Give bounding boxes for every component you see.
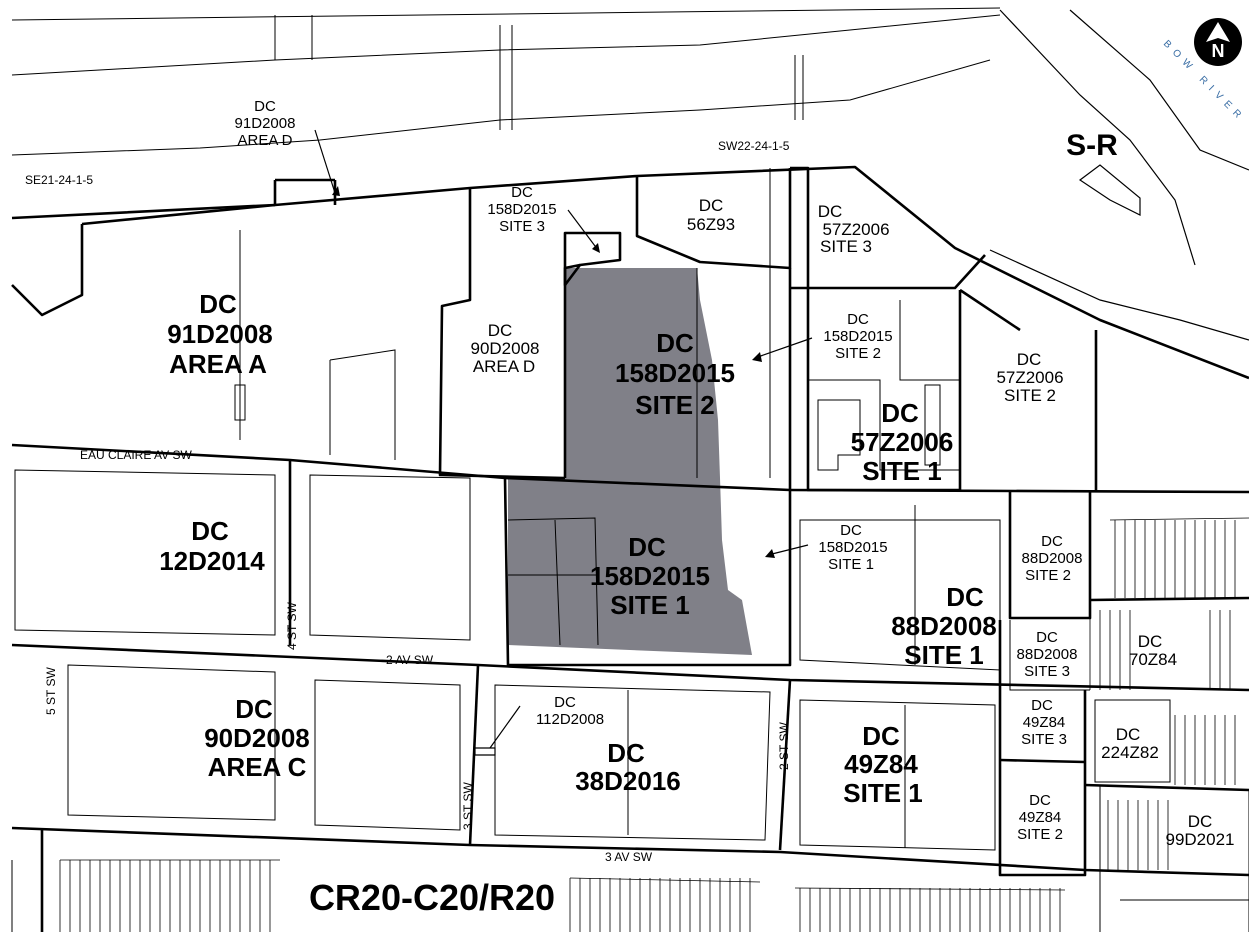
street-label-3-st: 3 ST SW bbox=[461, 782, 475, 830]
street-label-5-st: 5 ST SW bbox=[44, 667, 58, 715]
bow-river bbox=[989, 9, 1249, 341]
street-label-2-st: 2 ST SW bbox=[777, 722, 791, 770]
zoning-boundaries bbox=[11, 165, 1249, 932]
arrow-heads bbox=[332, 186, 775, 558]
shaded-parcel-site-2 bbox=[565, 268, 720, 478]
bottom-zone-label: CR20-C20/R20 bbox=[309, 877, 555, 918]
north-arrow-icon: N bbox=[1194, 18, 1242, 66]
leader-arrows bbox=[314, 129, 813, 756]
street-label-eau-claire: EAU CLAIRE AV SW bbox=[80, 448, 192, 462]
section-label-sw: SW22-24-1-5 bbox=[718, 139, 790, 153]
shaded-parcel-site-1 bbox=[508, 478, 752, 655]
section-label-se: SE21-24-1-5 bbox=[25, 173, 93, 187]
street-label-2-av: 2 AV SW bbox=[386, 653, 434, 667]
street-label-3-av: 3 AV SW bbox=[605, 850, 653, 864]
hatched-lots bbox=[59, 517, 1249, 932]
svg-text:N: N bbox=[1212, 41, 1225, 61]
street-label-4-st: 4 ST SW bbox=[285, 602, 299, 650]
river-zone-label: S-R bbox=[1066, 129, 1118, 162]
parcel-lines bbox=[11, 7, 1249, 932]
